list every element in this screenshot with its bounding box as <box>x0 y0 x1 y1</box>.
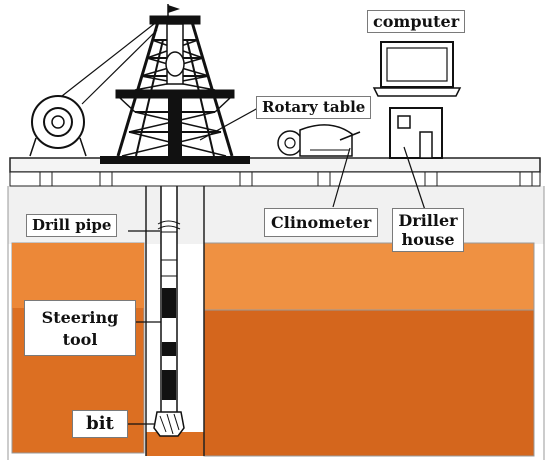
rotary-table-label: Rotary table <box>256 96 372 119</box>
drill-pipe <box>157 167 181 431</box>
driller-house-label-line2: house <box>401 230 455 249</box>
leader-lines <box>126 107 426 425</box>
drill-pipe-label: Drill pipe <box>26 214 118 237</box>
mud-pump <box>277 124 361 157</box>
driller-house-building <box>389 107 443 159</box>
platform-deck <box>9 156 541 187</box>
steering-tool-label-line1: Steering <box>41 308 119 327</box>
computer-icon <box>372 41 462 97</box>
clinometer-label: Clinometer <box>264 208 379 237</box>
steering-tool-label-line2: tool <box>62 330 98 349</box>
flag-icon <box>167 4 180 18</box>
formation-right <box>203 242 535 457</box>
derrick-tower <box>115 15 235 157</box>
computer-label: computer <box>367 10 466 33</box>
driller-house-label-line1: Driller <box>398 211 458 230</box>
steering-tool-label: Steering tool <box>24 300 136 356</box>
drill-bit <box>153 411 185 437</box>
drawworks-drum <box>29 23 158 157</box>
driller-house-label: Driller house <box>392 208 464 252</box>
bit-label: bit <box>72 410 128 438</box>
